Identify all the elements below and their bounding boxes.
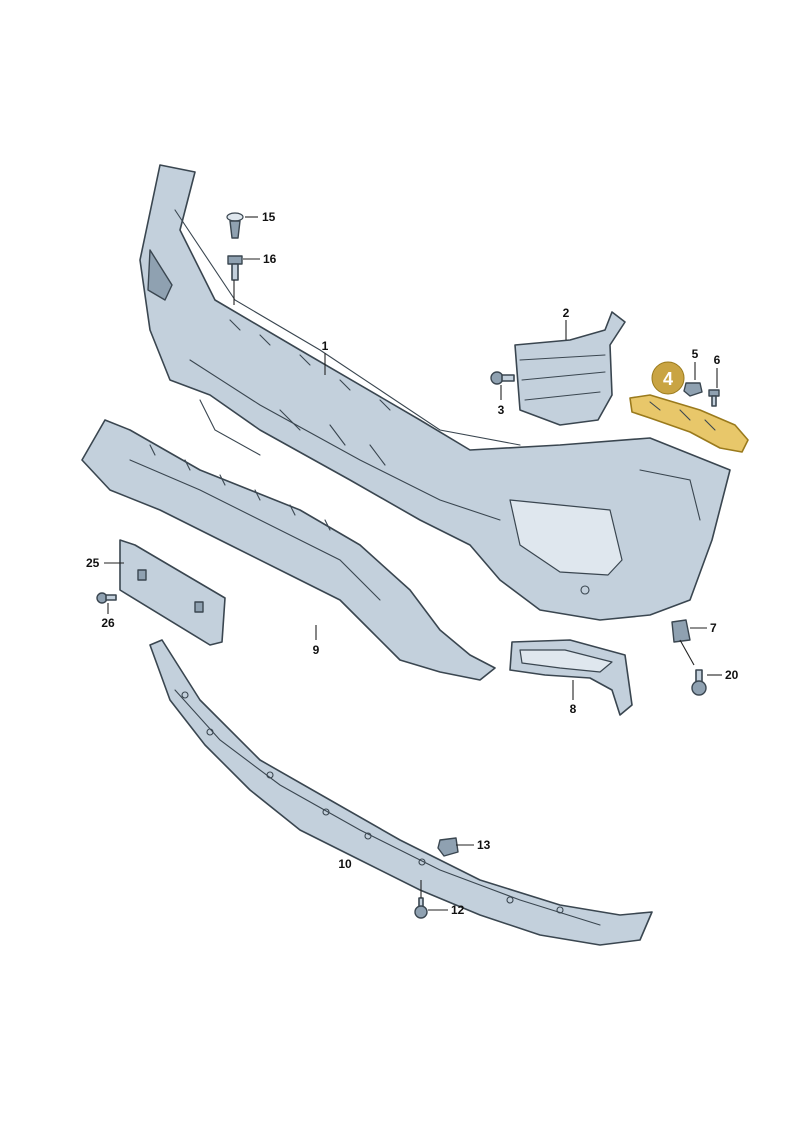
callout-20: 20 <box>725 668 739 682</box>
part-4-guide-highlighted[interactable]: 4 <box>629 361 749 453</box>
part-13-clip-nut[interactable] <box>437 837 459 857</box>
part-12-screw[interactable] <box>414 897 428 919</box>
callout-2: 2 <box>563 306 570 320</box>
callout-8: 8 <box>570 702 577 716</box>
callout-4: 4 <box>663 369 673 389</box>
leader-lines <box>104 216 722 911</box>
callout-1: 1 <box>322 339 329 353</box>
part-10-spoiler-lip[interactable] <box>149 639 653 946</box>
callout-3: 3 <box>498 403 505 417</box>
part-8-air-duct[interactable] <box>509 639 633 716</box>
callout-9: 9 <box>313 643 320 657</box>
part-26-screw[interactable] <box>96 592 117 604</box>
part-25-license-plate-bracket[interactable] <box>119 539 226 646</box>
callout-10: 10 <box>338 857 352 871</box>
callout-15: 15 <box>262 210 276 224</box>
callout-7: 7 <box>710 621 717 635</box>
part-15-rivet[interactable] <box>226 212 244 239</box>
part-7-clip[interactable] <box>671 619 691 643</box>
part-1-bumper-cover[interactable] <box>139 164 731 621</box>
callout-labels: 1 2 3 5 6 7 20 8 9 10 13 12 15 16 25 26 <box>86 210 739 917</box>
part-6-screw[interactable] <box>708 389 720 407</box>
callout-13: 13 <box>477 838 491 852</box>
part-20-screw[interactable] <box>691 669 707 696</box>
callout-26: 26 <box>101 616 115 630</box>
callout-16: 16 <box>263 252 277 266</box>
callout-25: 25 <box>86 556 100 570</box>
part-4-highlight-badge <box>651 361 685 395</box>
part-3-screw[interactable] <box>490 371 515 385</box>
callout-12: 12 <box>451 903 465 917</box>
part-2-bracket[interactable] <box>514 311 626 426</box>
callout-6: 6 <box>714 353 721 367</box>
part-16-screw[interactable] <box>227 255 243 281</box>
part-5-clip-nut[interactable] <box>683 382 703 397</box>
callout-5: 5 <box>692 347 699 361</box>
part-9-lower-trim[interactable] <box>81 419 496 681</box>
